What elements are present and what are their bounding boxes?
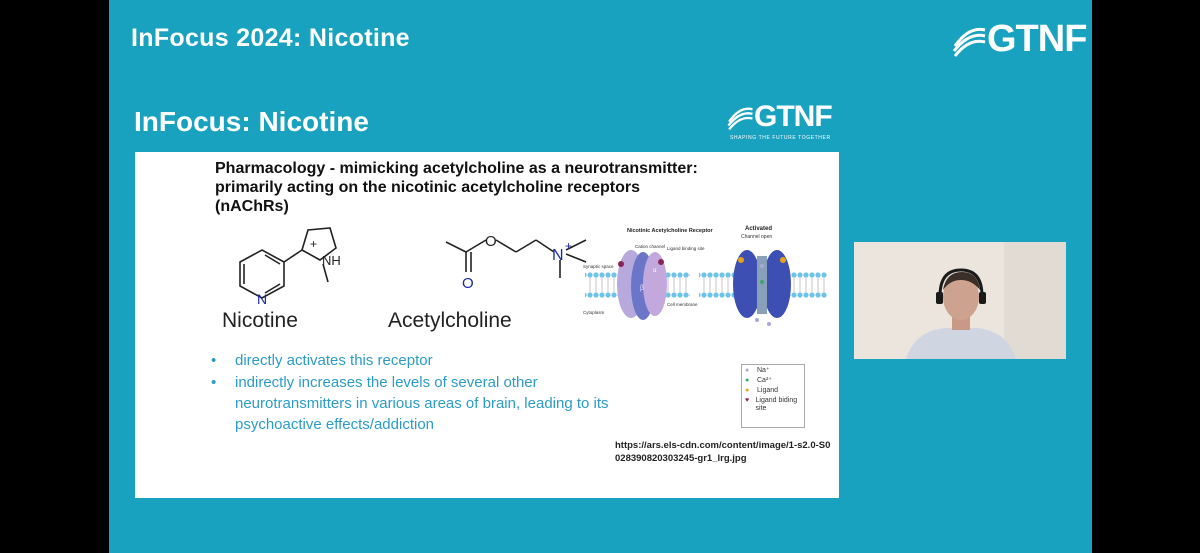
- swoosh-icon: [952, 27, 986, 57]
- ligand-icon: ●: [745, 387, 750, 394]
- receptor-subunit: [763, 250, 791, 318]
- sodium-icon: [767, 322, 771, 326]
- nicotine-label: Nicotine: [222, 309, 298, 332]
- heading-line: primarily acting on the nicotinic acetyl…: [215, 179, 640, 196]
- cytoplasm-label: Cytoplasm: [583, 310, 605, 315]
- legend-label: Ligand biding site: [755, 397, 798, 412]
- bullet-icon: •: [211, 352, 217, 369]
- bullet-text: indirectly increases the levels of sever…: [235, 374, 609, 433]
- legend-label: Na⁺: [757, 367, 770, 374]
- nicotine-structure: [239, 227, 337, 299]
- pharmacology-heading: Pharmacology - mimicking acetylcholine a…: [215, 159, 775, 216]
- source-citation: https://ars.els-cdn.com/content/image/1-…: [615, 440, 831, 464]
- webcam-video[interactable]: [854, 242, 1066, 359]
- binding-site-icon: [658, 259, 664, 265]
- oxygen-label: O: [462, 275, 474, 292]
- legend-item: ● Ca²⁺: [745, 377, 801, 385]
- logo-text: GTNF: [987, 18, 1087, 60]
- receptor-subunit: [643, 252, 667, 316]
- presenter-video: [854, 242, 1066, 359]
- legend-label: Ligand: [757, 387, 779, 394]
- bullet-text: directly activates this receptor: [235, 352, 433, 369]
- beta-label: β: [640, 285, 644, 292]
- sodium-icon: ●: [745, 367, 750, 374]
- gtnf-logo: GTNF: [951, 18, 1087, 61]
- heading-line: (nAChRs): [215, 198, 289, 215]
- slide-logo-text: GTNF: [754, 100, 833, 133]
- slide-title: InFocus: Nicotine: [134, 106, 369, 137]
- binding-site-icon: [618, 261, 624, 267]
- binding-label: Ligand binding site: [667, 246, 705, 251]
- alpha-label: α: [653, 268, 657, 274]
- bullet-list: • directly activates this receptor • ind…: [209, 350, 629, 436]
- bullet-icon: •: [211, 374, 217, 391]
- legend-item: ♥ Ligand biding site: [745, 397, 801, 413]
- heading-line: Pharmacology - mimicking acetylcholine a…: [215, 160, 698, 177]
- synaptic-label: Synaptic space: [583, 264, 614, 269]
- receptor-illustration: Nicotinic Acetylcholine Receptor Cation …: [583, 226, 827, 326]
- logo-tagline: SHAPING THE FUTURE TOGETHER: [730, 135, 831, 141]
- open-channel: [757, 256, 767, 314]
- legend-item: ● Na⁺: [745, 367, 801, 375]
- presentation-stage: InFocus 2024: Nicotine GTNF InFocus: Nic…: [109, 0, 1092, 553]
- legend-item: ● Ligand: [745, 387, 801, 395]
- calcium-icon: [760, 280, 764, 284]
- ligand-icon: [738, 257, 744, 263]
- sodium-icon: [760, 264, 764, 268]
- nh-label: NH: [322, 253, 341, 268]
- swoosh-icon: [727, 107, 753, 131]
- membrane-label: Cell membrane: [667, 302, 698, 307]
- nitrogen-label: N: [552, 247, 564, 264]
- list-item: • indirectly increases the levels of sev…: [209, 372, 629, 435]
- nitrogen-label: N: [257, 291, 267, 307]
- figure-legend: ● Na⁺ ● Ca²⁺ ● Ligand ♥ Ligand biding si…: [741, 364, 805, 428]
- charge-label: +: [310, 237, 317, 251]
- activated-title: Activated: [745, 226, 772, 232]
- oxygen-label: O: [485, 233, 497, 250]
- legend-label: Ca²⁺: [757, 377, 772, 384]
- calcium-icon: ●: [745, 377, 750, 384]
- list-item: • directly activates this receptor: [209, 350, 629, 371]
- receptor-subunit: [733, 250, 761, 318]
- binding-site-icon: ♥: [745, 397, 750, 404]
- molecule-structures: N NH + O O N +: [239, 227, 587, 307]
- channel-label: Cation channel: [635, 244, 665, 249]
- slide-content-panel: Pharmacology - mimicking acetylcholine a…: [135, 152, 839, 498]
- charge-label: +: [565, 239, 572, 253]
- acetylcholine-label: Acetylcholine: [388, 309, 512, 332]
- acetylcholine-structure: [445, 239, 587, 278]
- sodium-icon: [755, 318, 759, 322]
- receptor-title: Nicotinic Acetylcholine Receptor: [627, 228, 714, 234]
- ligand-icon: [780, 257, 786, 263]
- slide-gtnf-logo: GTNF SHAPING THE FUTURE TOGETHER: [726, 100, 833, 141]
- channel-open-label: Channel open: [741, 234, 772, 240]
- window-title: InFocus 2024: Nicotine: [131, 24, 410, 52]
